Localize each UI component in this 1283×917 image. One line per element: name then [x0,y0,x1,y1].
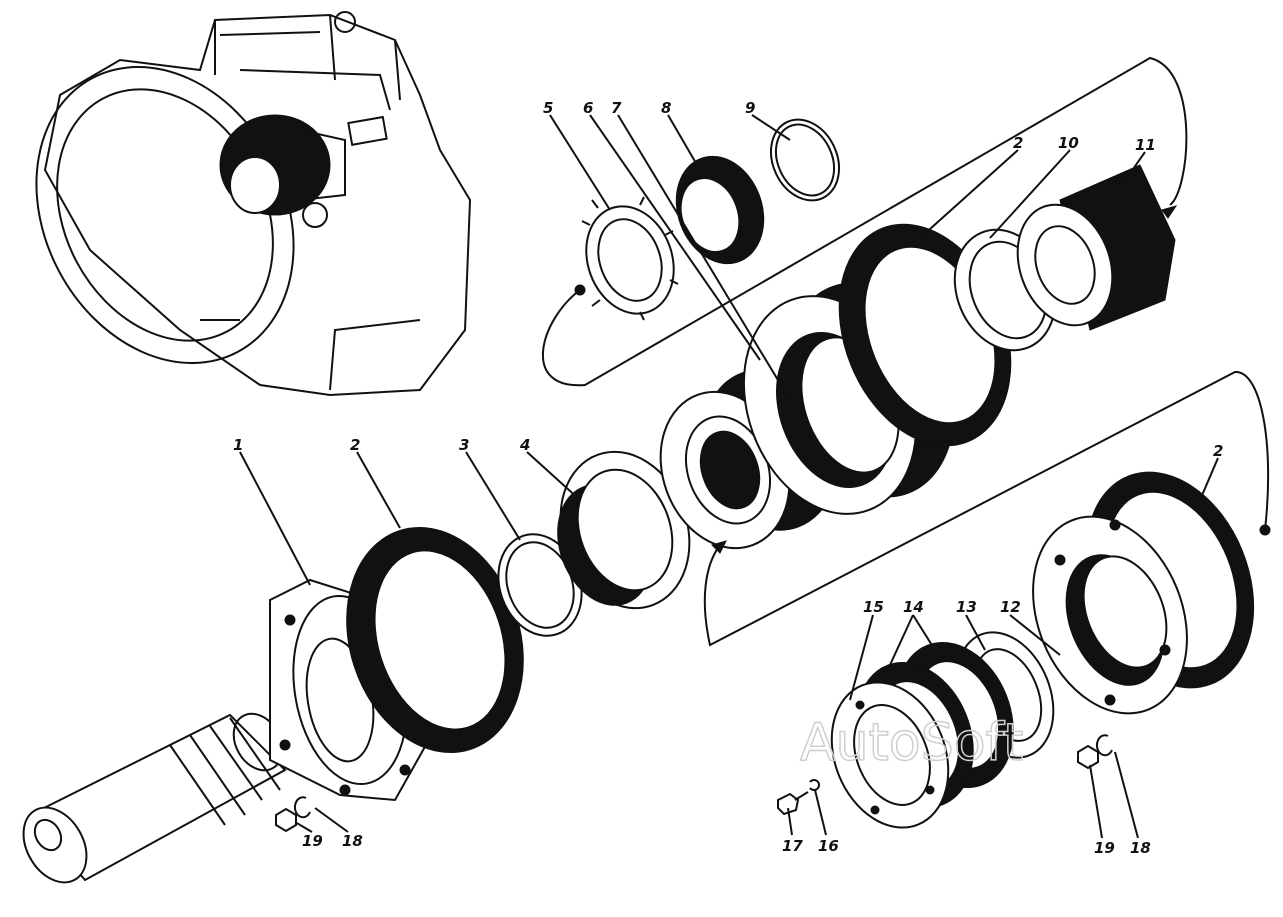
watermark: AutoSoft [800,713,1023,773]
part-2-gasket-left [346,527,524,753]
label-8: 8 [661,99,671,117]
part-9-snap-ring [769,118,841,202]
label-10: 10 [1058,134,1079,152]
output-shaft [22,712,287,884]
label-18-right: 18 [1130,839,1151,857]
part-5-lock-washer [581,196,679,321]
part-12-cover-flange [1032,515,1188,715]
label-3: 3 [459,436,469,454]
label-16: 16 [818,837,839,855]
label-14: 14 [903,598,924,616]
part-11-gear [1016,164,1176,331]
label-5: 5 [543,99,553,117]
label-12: 12 [1000,598,1021,616]
label-19-left: 19 [302,832,323,850]
label-4: 4 [519,436,530,454]
label-2-right: 2 [1213,442,1223,460]
label-19-right: 19 [1094,839,1115,857]
label-1: 1 [233,436,243,454]
label-2-left: 2 [350,436,360,454]
gearbox-housing [35,11,472,397]
leader-lines [239,114,1219,839]
part-15-cap [830,681,950,829]
label-9: 9 [745,99,755,117]
label-17: 17 [782,837,803,855]
label-15: 15 [863,598,884,616]
callout-labels: 1 2 3 4 5 6 7 8 9 2 10 11 2 12 13 14 15 … [233,99,1223,857]
label-13: 13 [956,598,977,616]
label-18-left: 18 [342,832,363,850]
label-11: 11 [1135,136,1156,154]
label-7: 7 [611,99,622,117]
label-6: 6 [583,99,593,117]
part-8-slotted-nut [675,155,765,265]
label-2-top: 2 [1013,134,1023,152]
assembly-path-lines [542,56,1271,647]
part-3-ring [497,533,583,637]
fasteners [275,734,1113,833]
